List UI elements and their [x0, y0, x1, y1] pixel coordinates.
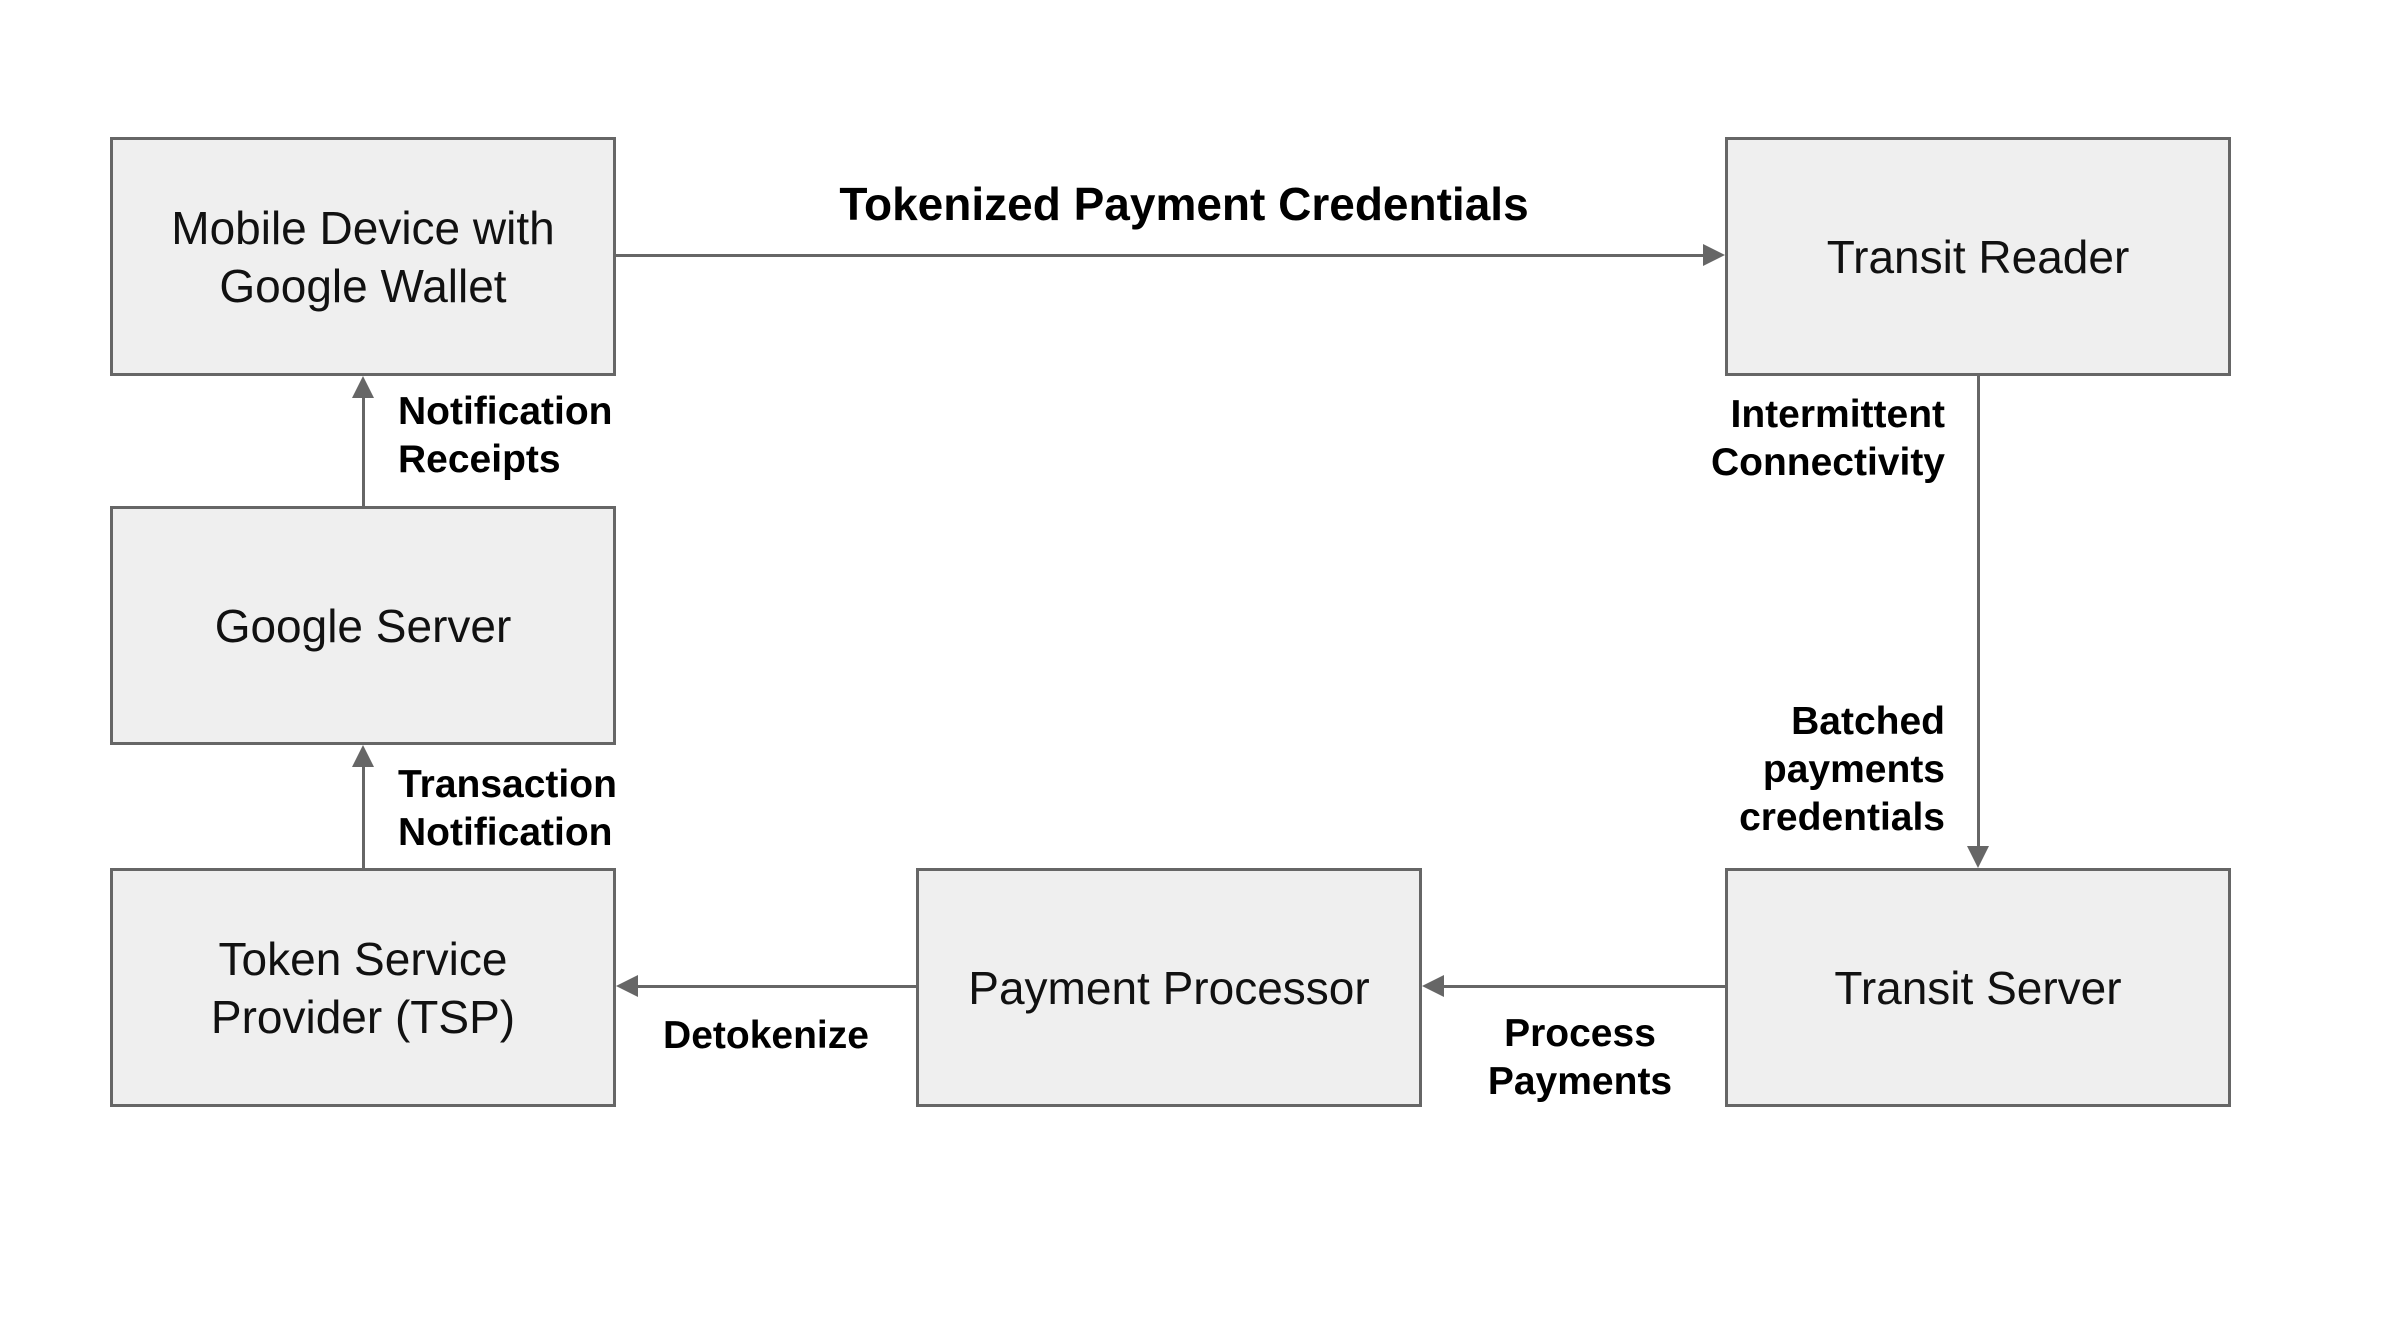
arrow-line	[1977, 376, 1980, 846]
arrowhead-down	[1967, 846, 1989, 868]
node-payment-processor-label: Payment Processor	[968, 959, 1369, 1017]
arrow-line	[1444, 985, 1725, 988]
node-label-line: Mobile Device with	[171, 201, 555, 254]
node-google-server-label: Google Server	[215, 597, 512, 655]
node-transit-reader: Transit Reader	[1725, 137, 2231, 376]
node-transit-server: Transit Server	[1725, 868, 2231, 1107]
node-label-line: Provider (TSP)	[210, 990, 516, 1043]
label-detokenize: Detokenize	[663, 1014, 869, 1057]
arrow-line	[362, 398, 365, 506]
node-label-line: Transit Reader	[1826, 230, 2130, 283]
arrowhead-left	[1422, 975, 1444, 997]
node-token-service-provider-label: Token Service Provider (TSP)	[211, 930, 515, 1046]
node-token-service-provider: Token Service Provider (TSP)	[110, 868, 616, 1107]
node-label-line: Google Wallet	[219, 259, 507, 312]
node-payment-processor: Payment Processor	[916, 868, 1422, 1107]
arrowhead-up	[352, 376, 374, 398]
node-transit-reader-label: Transit Reader	[1827, 228, 2130, 286]
label-transaction-notification: Transaction Notification	[398, 761, 617, 857]
label-line: Notification	[398, 390, 613, 433]
node-label-line: Google Server	[214, 599, 512, 652]
arrow-line	[638, 985, 916, 988]
label-line: payments	[1762, 748, 1945, 791]
node-label-line: Transit Server	[1834, 961, 2122, 1014]
label-tokenized-payment-credentials: Tokenized Payment Credentials	[839, 178, 1529, 230]
label-batched-payments-credentials: Batched payments credentials	[1445, 698, 1945, 842]
arrowhead-left	[616, 975, 638, 997]
node-label-line: Payment Processor	[968, 961, 1370, 1014]
arrow-line	[616, 254, 1703, 257]
node-label-line: Token Service	[218, 932, 508, 985]
label-intermittent-connectivity: Intermittent Connectivity	[1445, 391, 1945, 487]
label-line: credentials	[1739, 796, 1945, 839]
node-mobile-device-label: Mobile Device with Google Wallet	[171, 199, 554, 315]
label-line: Intermittent	[1730, 393, 1946, 436]
arrowhead-right	[1703, 244, 1725, 266]
arrow-line	[362, 767, 365, 868]
arrowhead-up	[352, 745, 374, 767]
label-line: Receipts	[398, 438, 561, 481]
label-line: Payments	[1487, 1060, 1673, 1103]
node-mobile-device: Mobile Device with Google Wallet	[110, 137, 616, 376]
label-line: Notification	[398, 811, 613, 854]
label-process-payments: Process Payments	[1380, 1010, 1780, 1106]
label-line: Connectivity	[1710, 441, 1945, 484]
label-line: Process	[1504, 1012, 1656, 1055]
label-notification-receipts: Notification Receipts	[398, 388, 612, 484]
label-line: Transaction	[398, 763, 617, 806]
label-line: Batched	[1791, 700, 1945, 743]
node-google-server: Google Server	[110, 506, 616, 745]
node-transit-server-label: Transit Server	[1834, 959, 2121, 1017]
